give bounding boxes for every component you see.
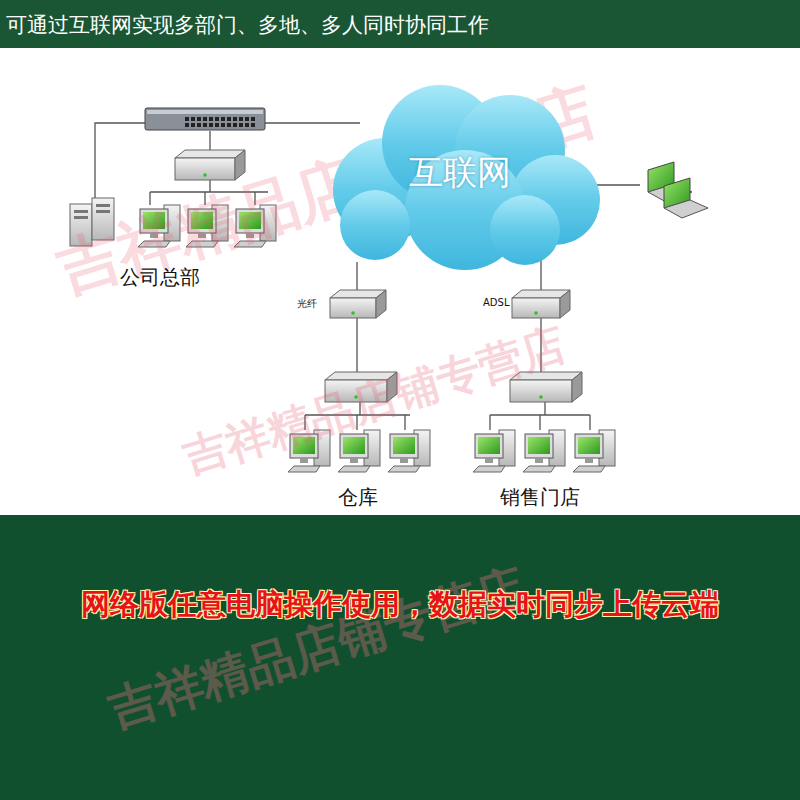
laptop (664, 178, 708, 218)
place-label: 仓库 (338, 484, 378, 511)
place-label: 销售门店 (500, 484, 580, 511)
wire (209, 131, 210, 152)
wire (265, 122, 360, 123)
wire (595, 184, 640, 185)
fiber-modem (330, 290, 386, 318)
bottom-band (0, 515, 800, 800)
wire (490, 402, 590, 430)
cloud-lobe (490, 195, 560, 265)
wire (95, 123, 150, 198)
desktop-computer (388, 430, 430, 472)
title-text: 可通过互联网实现多部门、多地、多人同时协同工作 (6, 11, 489, 39)
link-label: 光纤 (297, 297, 317, 311)
rack-switch (145, 108, 265, 130)
adsl-modem (512, 290, 570, 318)
desktop-computer (523, 430, 565, 472)
link-label: ADSL (483, 297, 509, 308)
caption-text: 网络版任意电脑操作使用，数据实时同步上传云端 (81, 585, 719, 625)
node-text: 互联网 (409, 150, 511, 196)
desktop-computer (473, 430, 515, 472)
cloud-node: 互联网 (315, 65, 605, 270)
place-label: 公司总部 (120, 264, 200, 291)
title-bar (0, 0, 800, 48)
cloud-lobe (340, 190, 410, 260)
desktop-computer (573, 430, 615, 472)
diagram-panel (0, 48, 800, 515)
